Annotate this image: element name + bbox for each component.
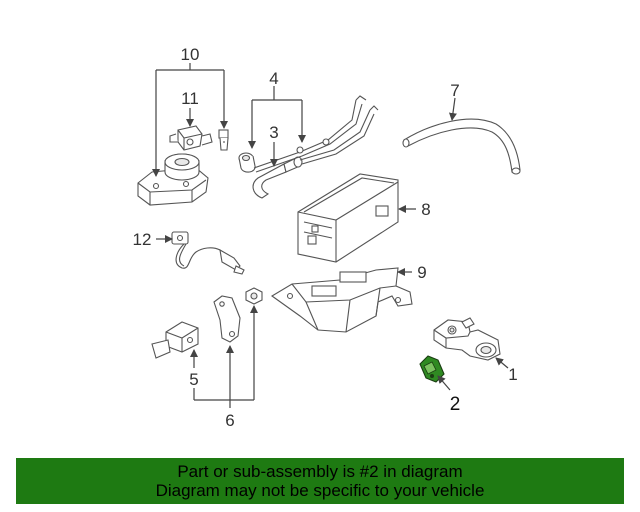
- callout-5: 5: [189, 370, 198, 389]
- part-11-sensor: [169, 125, 213, 151]
- leader-lines: [152, 63, 509, 408]
- banner-line-2: Diagram may not be specific to your vehi…: [155, 481, 485, 500]
- part-12-oxygen-sensor: [171, 231, 245, 275]
- callout-12: 12: [133, 230, 152, 249]
- callout-9: 9: [417, 263, 426, 282]
- part-5-sensor-bracket: [151, 321, 199, 359]
- callout-8: 8: [421, 200, 430, 219]
- part-4-hose-fitting: [238, 152, 256, 173]
- part-3-hose: [252, 156, 303, 199]
- part-1-valve-assembly: [433, 317, 501, 361]
- part-10-connector: [218, 129, 229, 151]
- part-9-canister-bracket: [270, 267, 413, 333]
- info-banner: Part or sub-assembly is #2 in diagram Di…: [16, 458, 624, 504]
- part-6-bracket: [213, 295, 241, 343]
- callout-4: 4: [269, 69, 278, 88]
- part-4-tube-bundle: [253, 95, 379, 173]
- callout-3: 3: [269, 123, 278, 142]
- part-8-charcoal-canister: [297, 173, 399, 263]
- callout-10: 10: [181, 45, 200, 64]
- callout-7: 7: [450, 81, 459, 100]
- callout-2: 2: [450, 394, 461, 415]
- banner-line-1: Part or sub-assembly is #2 in diagram: [177, 462, 463, 481]
- callout-6: 6: [225, 411, 234, 430]
- part-10-vacuum-solenoid-assembly: [137, 153, 209, 206]
- callout-11: 11: [181, 89, 199, 108]
- callout-1: 1: [508, 365, 517, 384]
- part-7-curved-hose: [402, 118, 521, 175]
- part-6-nut: [245, 287, 263, 305]
